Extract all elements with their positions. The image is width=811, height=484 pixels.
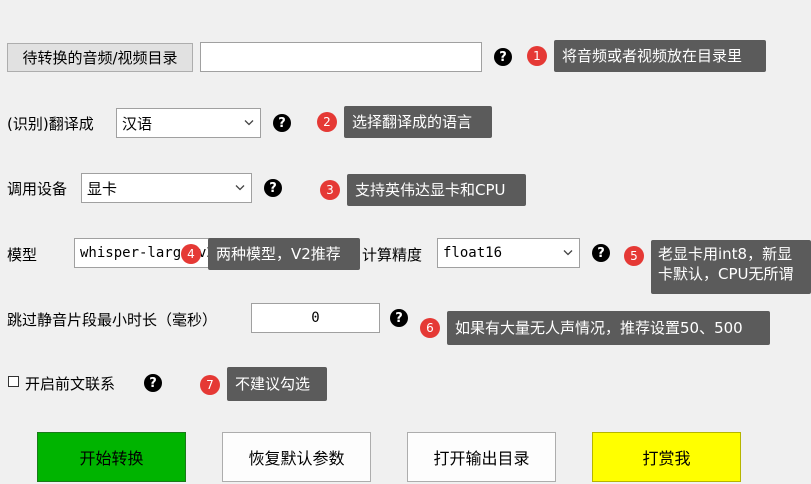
- reset-defaults-button[interactable]: 恢复默认参数: [222, 432, 371, 482]
- tooltip-model: 两种模型，V2推荐: [208, 238, 360, 270]
- directory-path-input[interactable]: [200, 42, 482, 72]
- device-label: 调用设备: [7, 180, 68, 198]
- device-value: 显卡: [87, 179, 118, 198]
- min-silence-input[interactable]: 0: [251, 303, 380, 333]
- tooltip-language: 选择翻译成的语言: [344, 106, 492, 138]
- translate-language-value: 汉语: [122, 114, 153, 133]
- translate-language-select[interactable]: 汉语: [116, 108, 261, 138]
- help-icon[interactable]: ?: [264, 179, 282, 197]
- select-directory-button[interactable]: 待转换的音频/视频目录: [7, 43, 193, 72]
- tooltip-directory: 将音频或者视频放在目录里: [554, 40, 766, 72]
- context-checkbox[interactable]: [8, 376, 19, 387]
- open-output-button[interactable]: 打开输出目录: [407, 432, 556, 482]
- model-label: 模型: [7, 246, 38, 264]
- min-silence-value: 0: [311, 310, 320, 326]
- donate-button[interactable]: 打赏我: [592, 432, 741, 482]
- tooltip-context: 不建议勾选: [227, 367, 327, 401]
- tooltip-precision: 老显卡用int8，新显 卡默认，CPU无所谓: [651, 240, 811, 294]
- step-number-badge: 3: [320, 180, 340, 200]
- help-icon[interactable]: ?: [494, 48, 512, 66]
- tooltip-precision-line2: 卡默认，CPU无所谓: [658, 265, 794, 284]
- precision-label: 计算精度: [362, 246, 423, 264]
- device-select[interactable]: 显卡: [81, 173, 252, 203]
- help-icon[interactable]: ?: [273, 114, 291, 132]
- help-icon[interactable]: ?: [592, 244, 610, 262]
- step-number-badge: 6: [420, 318, 440, 338]
- step-number-badge: 5: [624, 246, 644, 266]
- precision-select[interactable]: float16: [437, 238, 580, 268]
- step-number-badge: 2: [317, 112, 337, 132]
- chevron-down-icon: [244, 120, 254, 126]
- step-number-badge: 4: [181, 244, 201, 264]
- step-number-badge: 7: [200, 375, 220, 395]
- min-silence-label: 跳过静音片段最小时长（毫秒）: [7, 311, 218, 329]
- tooltip-silence: 如果有大量无人声情况，推荐设置50、500: [447, 311, 770, 345]
- step-number-badge: 1: [527, 46, 547, 66]
- chevron-down-icon: [235, 185, 245, 191]
- chevron-down-icon: [563, 250, 573, 256]
- help-icon[interactable]: ?: [144, 374, 162, 392]
- tooltip-precision-line1: 老显卡用int8，新显: [658, 245, 793, 263]
- context-checkbox-label[interactable]: 开启前文联系: [25, 375, 116, 393]
- precision-value: float16: [443, 245, 503, 261]
- help-icon[interactable]: ?: [390, 309, 408, 327]
- start-conversion-button[interactable]: 开始转换: [37, 432, 186, 482]
- translate-to-label: (识别)翻译成: [7, 115, 94, 133]
- tooltip-device: 支持英伟达显卡和CPU: [347, 174, 526, 206]
